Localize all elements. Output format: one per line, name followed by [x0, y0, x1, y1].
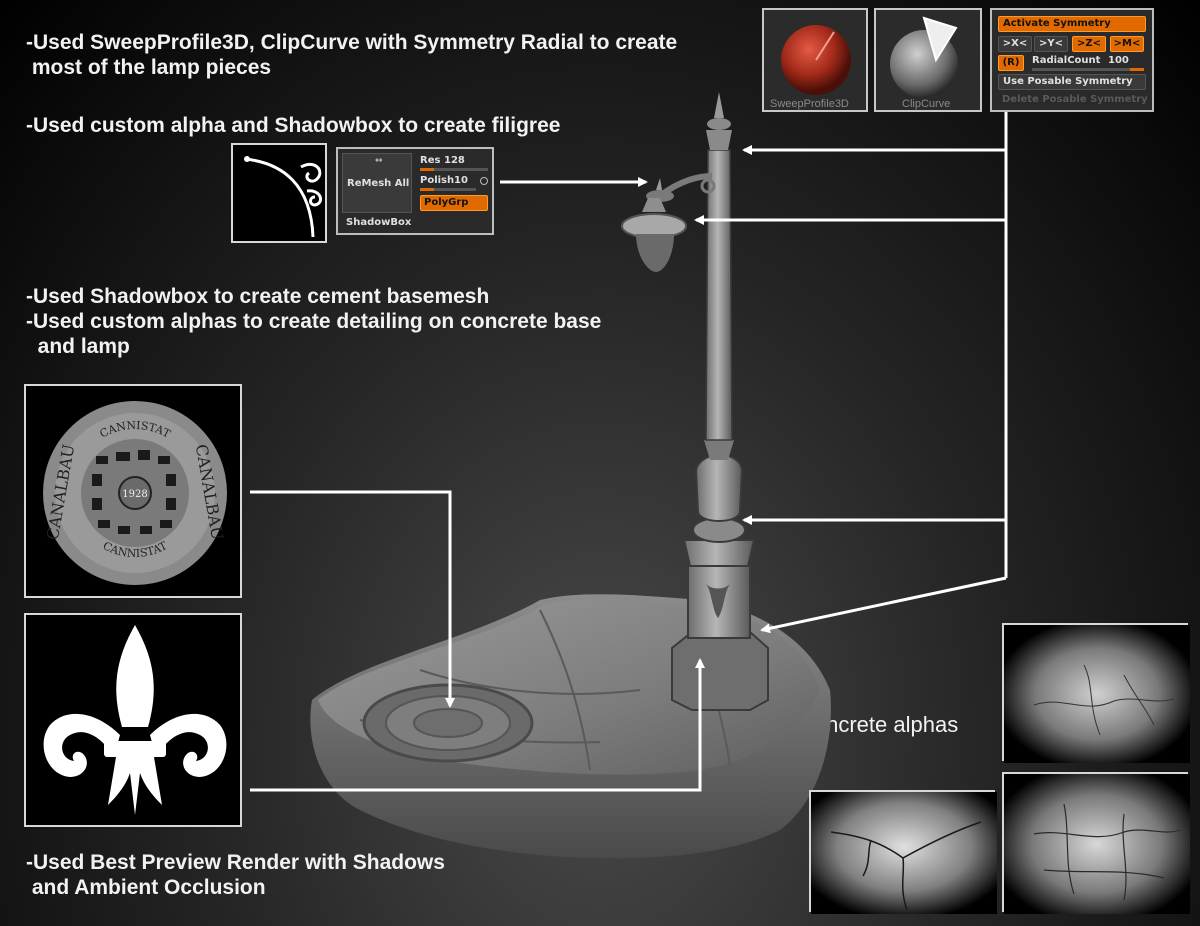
note-cement: -Used Shadowbox to create cement basemes…	[26, 285, 602, 358]
lamp-arm	[621, 173, 716, 272]
concrete-alpha-2	[809, 790, 997, 914]
crack-texture-2	[811, 792, 997, 914]
polish-label: Polish	[420, 175, 455, 186]
radialcount-value: 100	[1108, 55, 1129, 66]
shadowbox-title: ShadowBox	[346, 217, 412, 228]
manhole-cover-icon	[43, 401, 227, 585]
radialcount-slider[interactable]	[1032, 68, 1144, 71]
delete-posable-symmetry-button[interactable]: Delete Posable Symmetry	[1002, 94, 1148, 105]
red-sphere-icon	[781, 25, 851, 95]
polish-slider-fill	[420, 188, 434, 191]
note-filigree: -Used custom alpha and Shadowbox to crea…	[26, 114, 561, 137]
activate-symmetry-button[interactable]: Activate Symmetry	[998, 16, 1146, 32]
concrete-alpha-3	[1002, 772, 1190, 914]
concrete-alpha-1	[1002, 623, 1190, 763]
symmetry-z-button[interactable]: >Z<	[1072, 36, 1106, 52]
symmetry-y-button[interactable]: >Y<	[1034, 36, 1068, 52]
note-sweep: -Used SweepProfile3D, ClipCurve with Sym…	[26, 31, 678, 79]
remesh-all-button[interactable]: ↔ ReMesh All	[342, 153, 412, 213]
remesh-arrows-icon: ↔	[375, 156, 383, 166]
filigree-curl-icon	[244, 156, 323, 238]
manhole-on-base	[362, 683, 534, 763]
crack-texture-1	[1004, 625, 1190, 763]
manhole-year-text: 1928	[122, 489, 147, 500]
radialcount-slider-fill	[1130, 68, 1144, 71]
polish-circle-icon[interactable]	[480, 177, 488, 185]
filigree-alpha	[231, 143, 327, 243]
lamp-post	[671, 92, 769, 711]
radial-r-button[interactable]: (R)	[998, 55, 1024, 71]
res-slider-fill	[420, 168, 434, 171]
crack-texture-3	[1004, 774, 1190, 914]
clipcurve-brush[interactable]: ClipCurve	[874, 8, 982, 112]
polygrp-button[interactable]: PolyGrp	[420, 195, 488, 211]
res-slider[interactable]	[420, 168, 488, 171]
radialcount-label: RadialCount	[1032, 55, 1101, 66]
polish-slider[interactable]	[420, 188, 476, 191]
res-value: 128	[444, 155, 465, 166]
symmetry-x-button[interactable]: >X<	[998, 36, 1032, 52]
manhole-alpha: CANNISTAT CANNISTAT CANALBAU CANALBAU 19…	[24, 384, 242, 598]
res-label: Res	[420, 155, 441, 166]
shadowbox-panel: ↔ ReMesh All Res 128 Polish 10 PolyGrp S…	[336, 147, 494, 235]
remesh-all-label: ReMesh All	[347, 178, 410, 189]
note-render: -Used Best Preview Render with Shadows a…	[26, 851, 445, 899]
sweepprofile3d-brush[interactable]: SweepProfile3D	[762, 8, 868, 112]
clip-brush-label: ClipCurve	[902, 98, 951, 110]
symmetry-panel: Activate Symmetry >X< >Y< >Z< >M< (R) Ra…	[990, 8, 1154, 112]
sweep-brush-label: SweepProfile3D	[770, 98, 849, 110]
symmetry-m-button[interactable]: >M<	[1110, 36, 1144, 52]
polish-value: 10	[454, 175, 468, 186]
clip-sphere-icon	[890, 16, 958, 98]
fleur-de-lis-alpha	[24, 613, 242, 827]
fleur-de-lis-icon	[43, 625, 227, 815]
posable-symmetry-button[interactable]: Use Posable Symmetry	[998, 74, 1146, 90]
